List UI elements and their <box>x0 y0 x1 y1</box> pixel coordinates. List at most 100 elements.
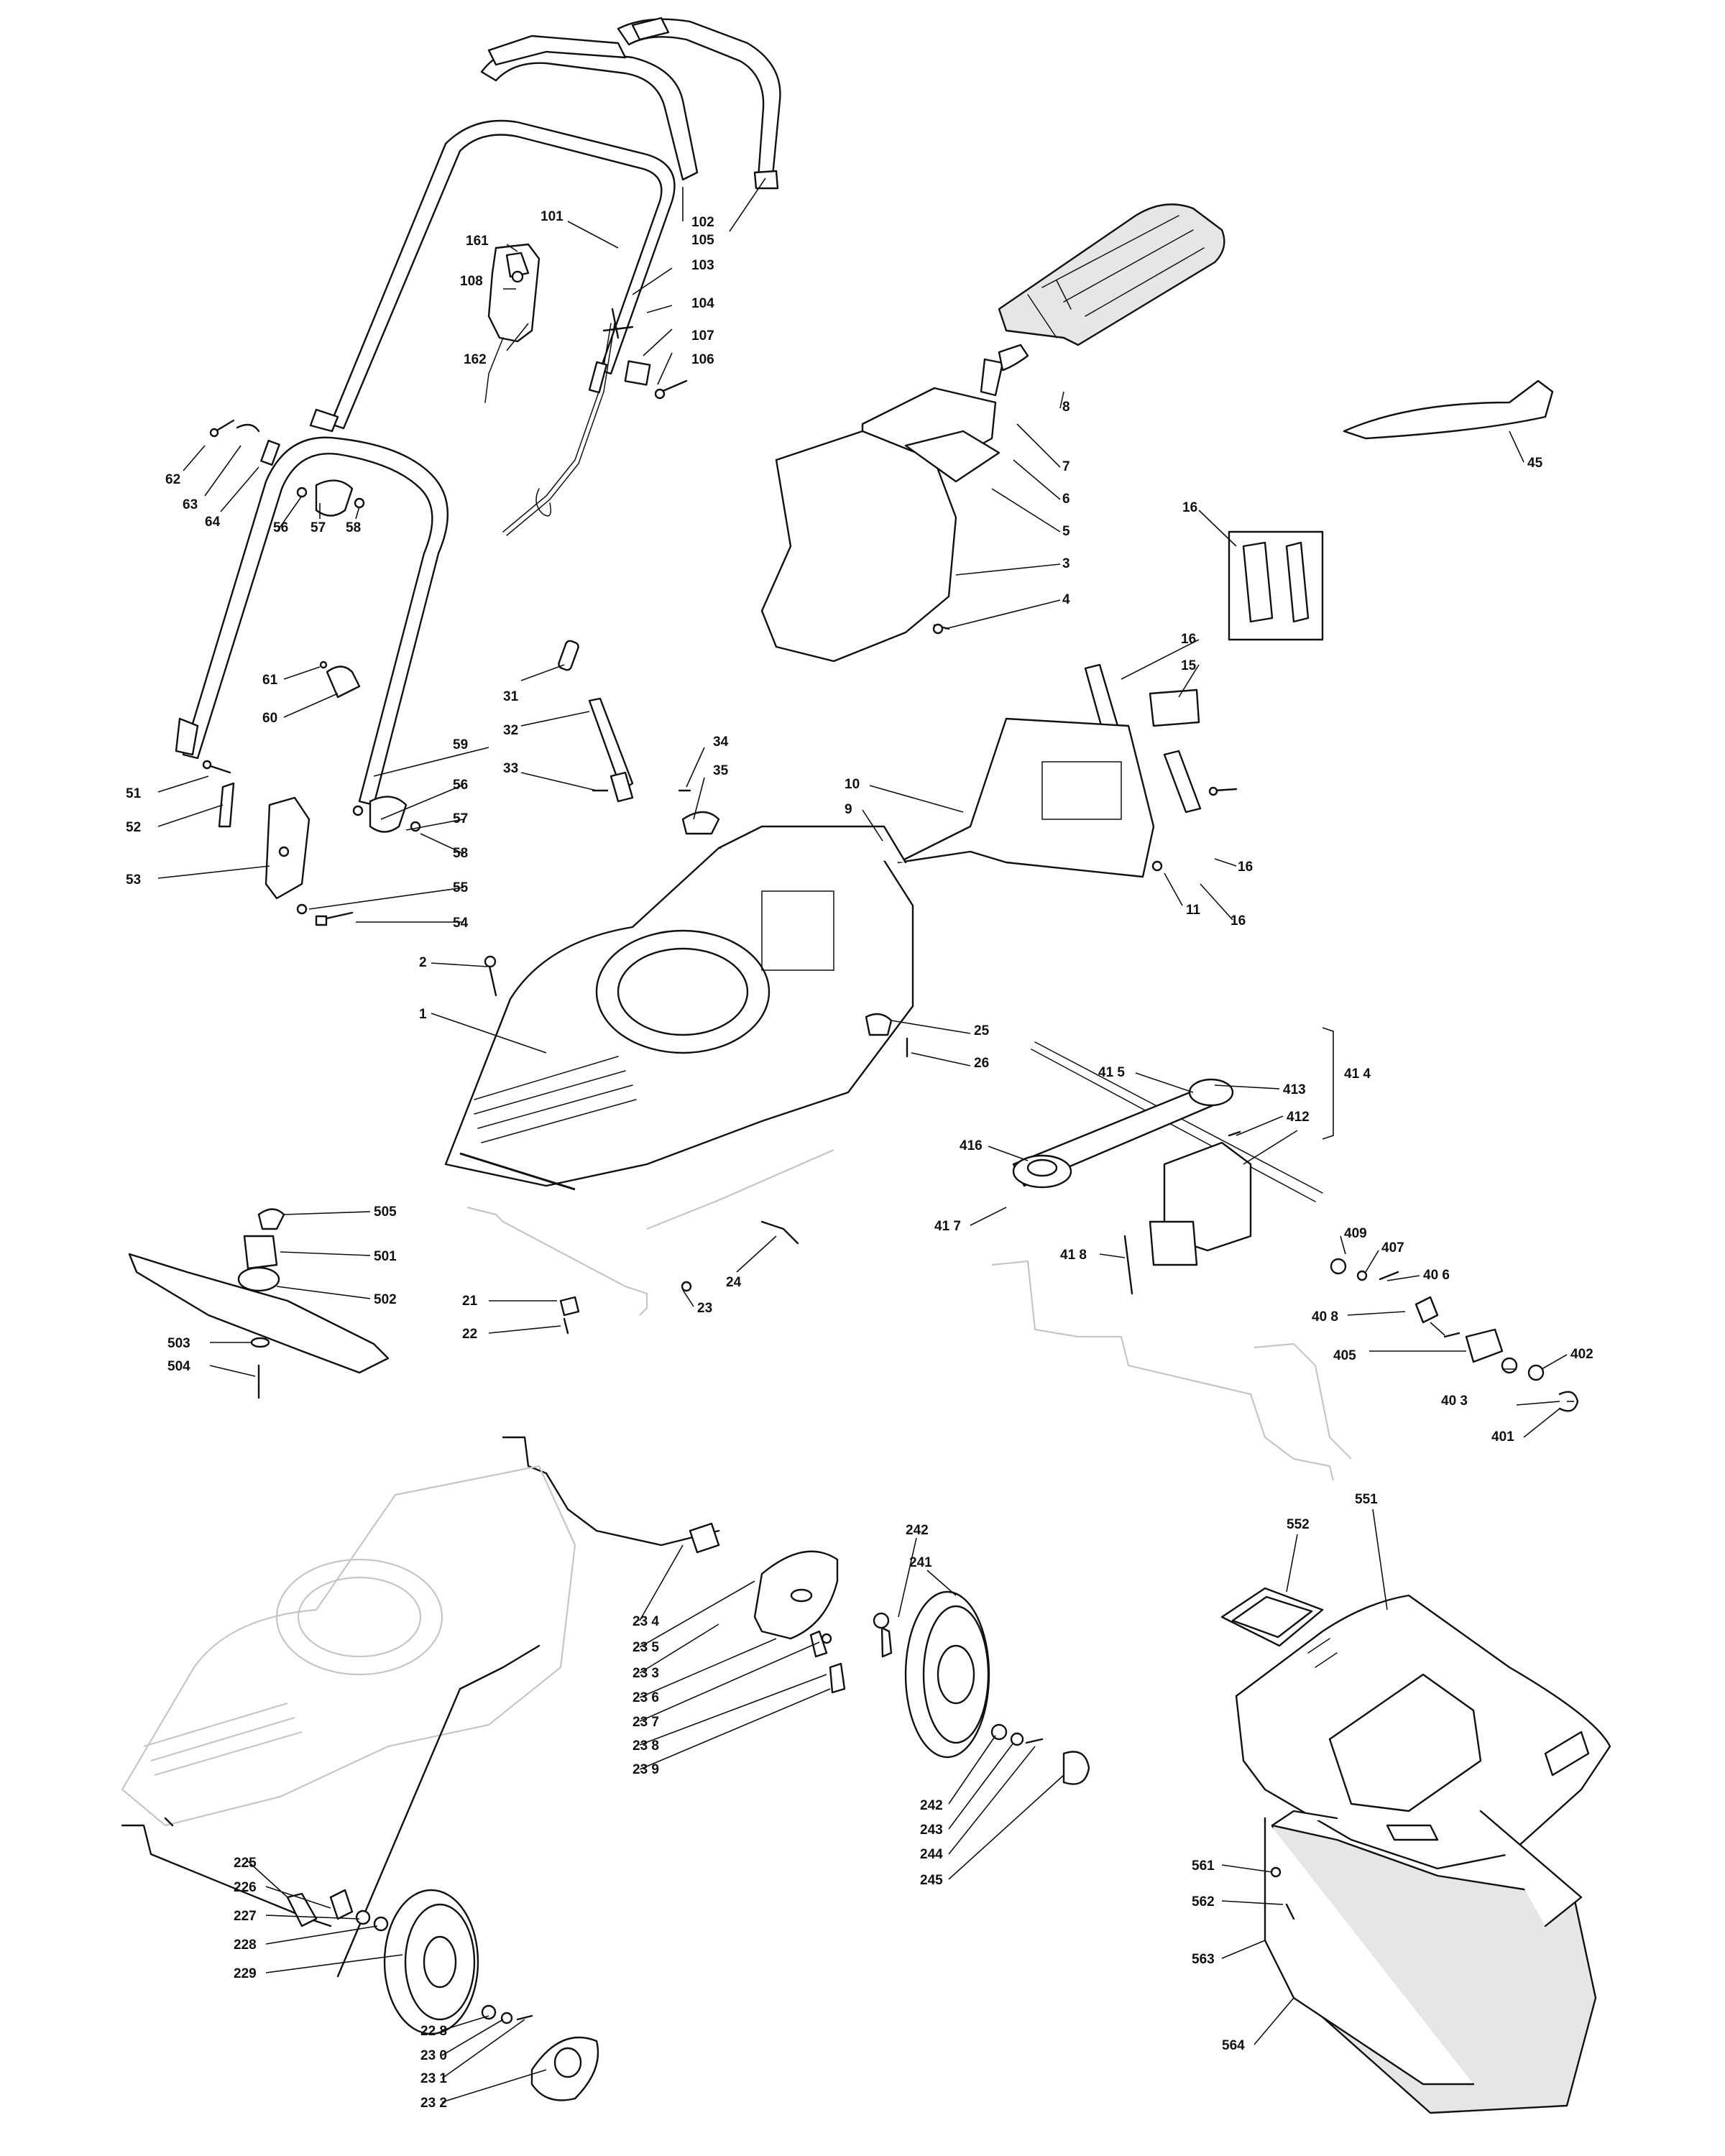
rear-wheel-241 <box>873 1590 1090 1785</box>
callout-23-1: 23 1 <box>420 2071 447 2086</box>
callout-108: 108 <box>460 274 483 289</box>
callout-40-8: 40 8 <box>1312 1309 1338 1325</box>
callout-105: 105 <box>691 233 714 248</box>
callout-11: 11 <box>1186 903 1201 918</box>
callout-24: 24 <box>726 1275 742 1290</box>
front-axle-234 <box>502 1436 720 1554</box>
callout-23: 23 <box>697 1301 712 1316</box>
callout-505: 505 <box>374 1204 397 1220</box>
callout-562: 562 <box>1192 1894 1215 1909</box>
callout-401: 401 <box>1491 1429 1514 1445</box>
callout-41-8: 41 8 <box>1060 1248 1087 1263</box>
callout-23-4: 23 4 <box>632 1614 659 1629</box>
callout-241: 241 <box>909 1555 932 1570</box>
callout-8: 8 <box>1062 400 1070 415</box>
front-axle-ghost <box>466 1148 834 1335</box>
callout-61: 61 <box>262 673 278 688</box>
callout-53: 53 <box>126 872 141 888</box>
callout-62: 62 <box>165 472 180 487</box>
callout-23-7: 23 7 <box>632 1715 659 1730</box>
engine-cover-parts <box>760 344 1029 663</box>
callout-15: 15 <box>1181 658 1197 673</box>
callout-405: 405 <box>1333 1348 1356 1363</box>
callout-162: 162 <box>464 352 487 367</box>
deck-screws <box>484 955 908 1058</box>
callout-21: 21 <box>462 1294 478 1309</box>
mower-deck-1 <box>444 825 914 1191</box>
callout-41-7: 41 7 <box>934 1219 961 1234</box>
callout-labels: 101 161 108 162 102 105 103 104 107 106 … <box>126 209 1593 2111</box>
callout-502: 502 <box>374 1292 397 1307</box>
callout-63: 63 <box>183 497 198 512</box>
callout-407: 407 <box>1381 1240 1404 1256</box>
handle-knobs <box>296 479 421 833</box>
leader-lines <box>157 178 1574 2103</box>
callout-23-2: 23 2 <box>420 2096 447 2111</box>
cable-bolts <box>602 308 688 400</box>
callout-561: 561 <box>1192 1858 1215 1874</box>
brackets-15-16 <box>1084 663 1238 814</box>
callout-23-8: 23 8 <box>632 1738 659 1754</box>
callout-4: 4 <box>1062 592 1070 607</box>
hub-cap-236 <box>753 1550 839 1640</box>
grass-box-window-552 <box>1220 1587 1324 1647</box>
callout-41-5: 41 5 <box>1098 1065 1125 1080</box>
engine-cover-top-8 <box>998 203 1225 346</box>
callout-552: 552 <box>1287 1517 1310 1532</box>
callout-31: 31 <box>503 689 519 704</box>
rear-axle-225 <box>121 1644 540 1978</box>
callout-5: 5 <box>1062 524 1070 539</box>
callout-59: 59 <box>453 737 468 752</box>
gear-238 <box>809 1630 846 1694</box>
callout-26: 26 <box>974 1056 989 1071</box>
rear-axle-ghost <box>991 1260 1352 1481</box>
callout-416: 416 <box>960 1138 983 1153</box>
spring-418 <box>1123 1235 1133 1295</box>
handle-grip-bar <box>480 34 699 181</box>
grass-box-lid-551 <box>1235 1594 1611 1870</box>
callout-45: 45 <box>1527 456 1543 471</box>
callout-227: 227 <box>234 1909 257 1924</box>
callout-51: 51 <box>126 786 142 801</box>
callout-32: 32 <box>503 723 518 738</box>
callout-52: 52 <box>126 820 141 835</box>
callout-409: 409 <box>1344 1226 1367 1241</box>
callout-56-bottom: 56 <box>453 778 468 793</box>
grass-box-563 <box>1264 1810 1597 2114</box>
cable-control-lever <box>484 243 540 403</box>
gearbox-412 <box>1149 1141 1252 1266</box>
callout-40-6: 40 6 <box>1423 1268 1450 1283</box>
callout-228: 228 <box>234 1938 257 1953</box>
height-adjust-lever-31-35 <box>558 640 720 835</box>
callout-22: 22 <box>462 1327 477 1342</box>
callout-23-0: 23 0 <box>420 2048 447 2063</box>
callout-504: 504 <box>167 1359 190 1374</box>
grass-deflector-45 <box>1343 379 1554 440</box>
callout-102: 102 <box>691 215 714 230</box>
rear-flap-10 <box>878 717 1163 878</box>
callout-245: 245 <box>920 1873 943 1888</box>
callout-2: 2 <box>419 955 427 970</box>
callout-107: 107 <box>691 328 714 344</box>
callout-22-8: 22 8 <box>420 2024 447 2039</box>
callout-501: 501 <box>374 1249 397 1264</box>
callout-101: 101 <box>540 209 564 224</box>
callout-413: 413 <box>1283 1082 1306 1097</box>
callout-7: 7 <box>1062 459 1070 474</box>
callout-563: 563 <box>1192 1952 1215 1967</box>
callout-60: 60 <box>262 711 277 726</box>
callout-103: 103 <box>691 258 714 273</box>
callout-10: 10 <box>845 777 860 792</box>
callout-6: 6 <box>1062 492 1070 507</box>
callout-23-9: 23 9 <box>632 1762 659 1777</box>
upper-handle <box>309 119 676 433</box>
callout-16-upper: 16 <box>1181 632 1196 647</box>
callout-402: 402 <box>1570 1347 1593 1362</box>
callout-3: 3 <box>1062 556 1070 571</box>
callout-242-bottom: 242 <box>920 1798 943 1813</box>
callout-57-top: 57 <box>310 520 326 535</box>
callout-229: 229 <box>234 1966 257 1981</box>
callout-16-kit: 16 <box>1182 500 1197 515</box>
callout-40-3: 40 3 <box>1441 1393 1468 1409</box>
